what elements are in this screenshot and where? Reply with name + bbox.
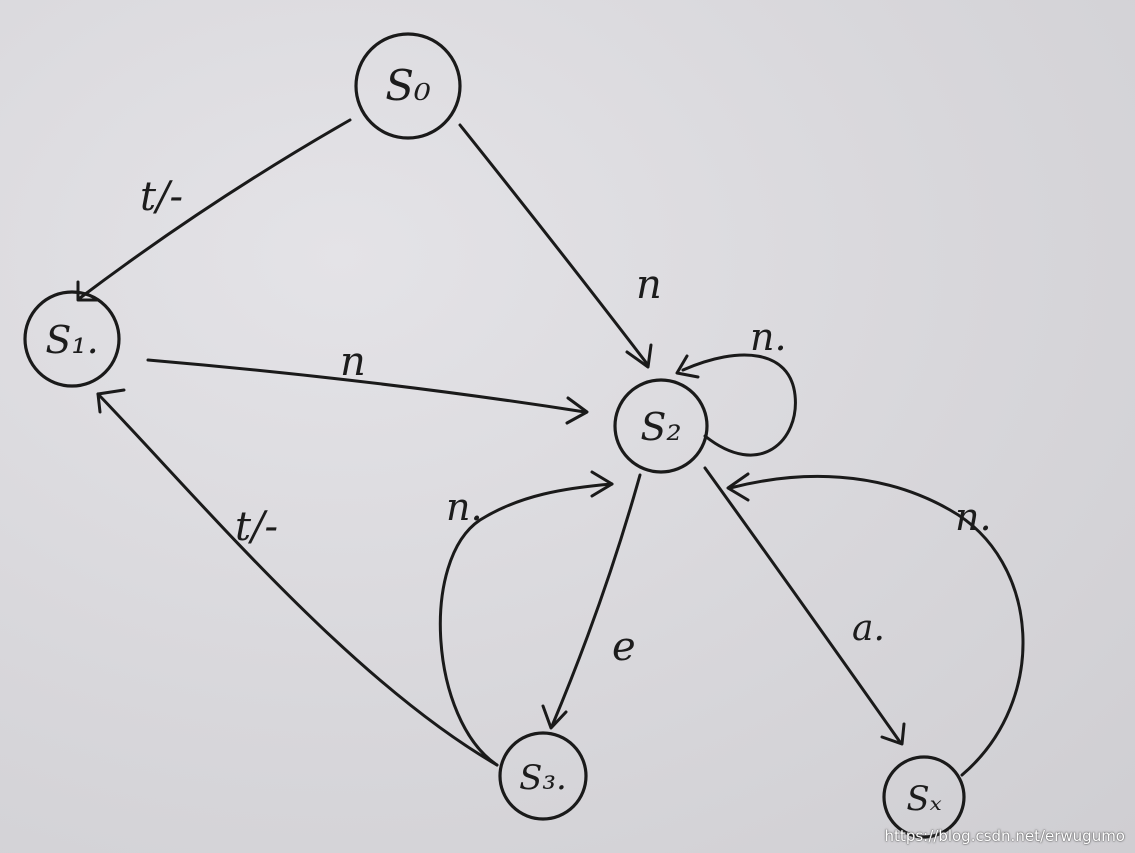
- state-s2: S₂: [613, 378, 709, 474]
- state-sx: Sₓ: [882, 755, 966, 839]
- edge-sx-s2: n.: [726, 472, 1025, 777]
- edge-s2-s2: n.: [675, 315, 797, 457]
- edge-s0-s2: n: [458, 123, 662, 369]
- edge-s3-s1: t/-: [96, 388, 499, 767]
- state-s2-label: S₂: [640, 405, 681, 449]
- state-s3-label: S₃.: [519, 758, 567, 798]
- state-s0-label: S₀: [385, 61, 431, 110]
- edge-s1-s2: n: [146, 339, 589, 425]
- state-s3: S₃.: [498, 731, 588, 821]
- watermark-text: https://blog.csdn.net/erwugumo: [884, 827, 1125, 845]
- edge-s2-s3-label: e: [612, 624, 636, 670]
- state-s1-label: S₁.: [45, 318, 98, 362]
- state-s1: S₁.: [23, 290, 121, 388]
- state-sx-label: Sₓ: [906, 779, 941, 819]
- edge-s0-s1: t/-: [76, 118, 352, 302]
- edge-s3-s2: n.: [438, 470, 614, 767]
- edge-s0-s1-label: t/-: [140, 174, 183, 220]
- edge-sx-s2-label: n.: [955, 495, 992, 539]
- edge-s1-s2-label: n: [340, 339, 366, 385]
- edge-s2-sx: a.: [703, 466, 906, 746]
- edge-s2-s2-label: n.: [750, 315, 787, 359]
- edge-s2-sx-label: a.: [852, 608, 885, 649]
- state-s0: S₀: [354, 32, 462, 140]
- edge-s2-s3: e: [541, 473, 642, 730]
- edge-s0-s2-label: n: [636, 262, 662, 308]
- edge-s3-s2-label: n.: [446, 485, 483, 529]
- edge-s3-s1-label: t/-: [235, 504, 278, 550]
